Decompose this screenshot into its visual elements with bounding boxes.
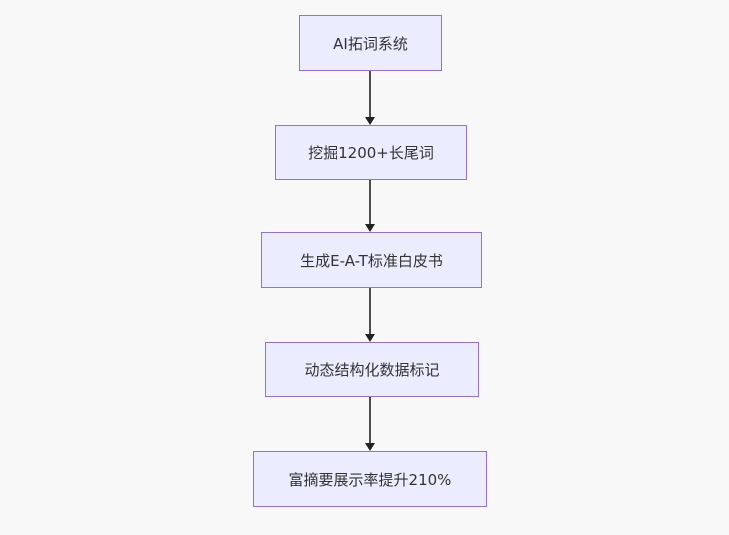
flow-arrow-1	[364, 71, 376, 125]
flow-node-rich-snippet-uplift: 富摘要展示率提升210%	[253, 451, 487, 507]
arrow-line	[369, 288, 371, 334]
flow-node-label: 生成E-A-T标准白皮书	[300, 251, 443, 270]
flow-arrow-3	[364, 288, 376, 342]
flow-arrow-4	[364, 397, 376, 451]
arrow-line	[369, 397, 371, 443]
arrow-down-icon	[365, 224, 375, 232]
flow-node-eat-whitepaper: 生成E-A-T标准白皮书	[261, 232, 482, 288]
flow-node-label: AI拓词系统	[333, 34, 408, 53]
arrow-down-icon	[365, 443, 375, 451]
flow-arrow-2	[364, 180, 376, 232]
flow-node-structured-data: 动态结构化数据标记	[265, 342, 479, 397]
flow-node-label: 挖掘1200+长尾词	[308, 144, 434, 162]
flow-node-longtail-mining: 挖掘1200+长尾词	[275, 125, 467, 180]
flow-node-ai-word-expansion: AI拓词系统	[299, 15, 442, 71]
flow-node-label: 动态结构化数据标记	[304, 361, 440, 379]
arrow-line	[369, 180, 371, 224]
arrow-down-icon	[365, 334, 375, 342]
flow-node-label: 富摘要展示率提升210%	[288, 470, 452, 489]
arrow-down-icon	[365, 117, 375, 125]
arrow-line	[369, 71, 371, 117]
